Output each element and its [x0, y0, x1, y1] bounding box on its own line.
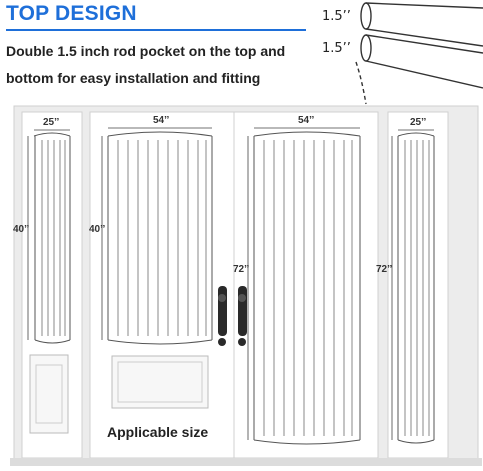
right-sidelight-height: 72’’ — [376, 264, 393, 275]
title-underline — [6, 29, 306, 31]
curtain-left-door — [107, 131, 213, 345]
left-sidelight-height: 40’’ — [13, 224, 30, 235]
left-door-height: 40’’ — [89, 224, 106, 235]
right-door-height: 72’’ — [233, 264, 250, 275]
dimension-arrows — [27, 127, 434, 440]
right-sidelight-width: 25’’ — [410, 117, 427, 128]
section-title: TOP DESIGN — [6, 2, 137, 25]
right-door-width: 54’’ — [298, 115, 315, 126]
feature-description: Double 1.5 inch rod pocket on the top an… — [6, 43, 286, 86]
rod-pocket-top-label: 1.5’’ — [322, 9, 351, 24]
curtain-right-door — [253, 131, 361, 445]
left-door-width: 54’’ — [153, 115, 170, 126]
applicable-size-caption: Applicable size — [107, 424, 209, 440]
rod-pocket-bottom-label: 1.5’’ — [322, 41, 351, 56]
door-handle-set — [218, 286, 247, 346]
rod-pocket-diagram — [355, 2, 483, 105]
left-sidelight-width: 25’’ — [43, 117, 60, 128]
curtain-right-sidelight — [397, 132, 435, 444]
curtain-left-sidelight — [33, 132, 71, 344]
